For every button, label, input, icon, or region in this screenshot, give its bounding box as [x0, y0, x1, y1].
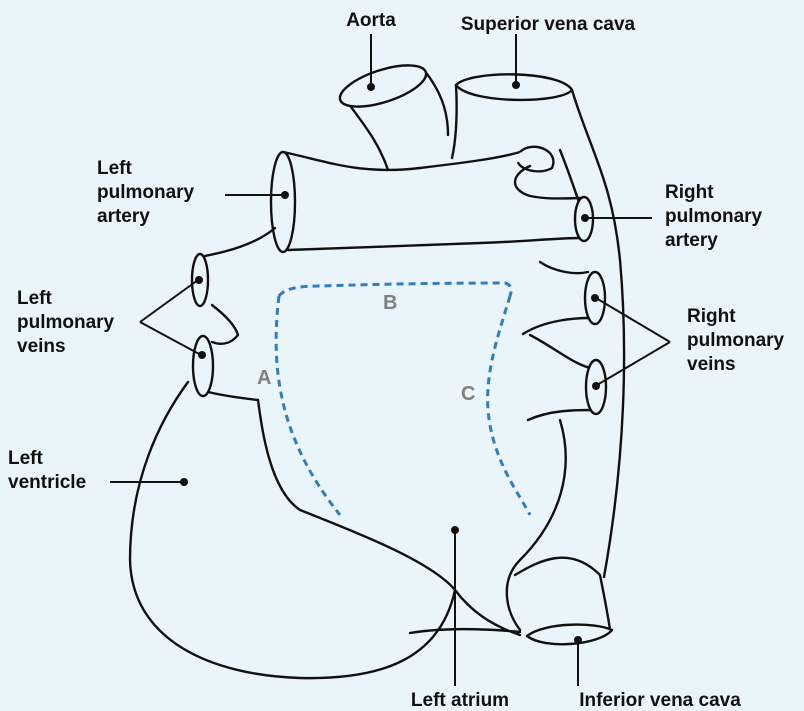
label-lv-1: Left	[8, 448, 44, 469]
label-la: Left atrium	[411, 690, 509, 711]
region-b: B	[383, 292, 397, 314]
rpv-strand-2	[523, 318, 590, 334]
label-svc: Superior vena cava	[461, 14, 636, 35]
rpv-strand-3	[530, 335, 590, 368]
label-lpa-3: artery	[97, 206, 150, 227]
pulmonary-trunk-loop	[518, 147, 553, 172]
right-border	[507, 420, 566, 630]
label-aorta: Aorta	[346, 10, 396, 31]
lpa-dot	[281, 191, 289, 199]
pulmonary-trunk-bottom	[288, 238, 582, 250]
label-lpv-2: pulmonary	[17, 312, 115, 333]
svc-left-wall	[452, 85, 457, 158]
ivc-wall	[515, 558, 610, 630]
label-rpa-2: pulmonary	[665, 206, 763, 227]
lpv-lower-opening	[193, 336, 213, 396]
label-lv-2: ventricle	[8, 472, 86, 493]
region-c: C	[461, 383, 475, 405]
region-a: A	[257, 367, 271, 389]
rpv-strand-1	[540, 262, 588, 273]
label-lpa-2: pulmonary	[97, 182, 195, 203]
label-rpa-3: artery	[665, 230, 718, 251]
left-upper-border	[205, 228, 275, 256]
label-rpv-2: pulmonary	[687, 330, 785, 351]
aorta-opening	[335, 57, 430, 115]
rpv-upper-dot	[591, 294, 599, 302]
rpv-lower-dot	[592, 382, 600, 390]
label-lpa-1: Left	[97, 158, 133, 179]
svc-right-wall	[572, 90, 624, 577]
rpa-fold	[515, 166, 584, 199]
label-rpa-1: Right	[665, 182, 714, 203]
lpa-opening	[271, 152, 295, 252]
label-rpv-1: Right	[687, 306, 736, 327]
left-atrium-bottom	[410, 590, 520, 635]
label-ivc: Inferior vena cava	[579, 690, 741, 711]
aorta-dot	[367, 83, 375, 91]
left-ventricle-outline	[130, 382, 455, 678]
rpv-strand-4	[528, 410, 592, 420]
boundary-a	[276, 296, 340, 515]
label-lpv-1: Left	[17, 288, 53, 309]
rpa-dot	[581, 214, 589, 222]
lv-dot	[180, 478, 188, 486]
ivc-dot	[574, 636, 582, 644]
boundary-c	[488, 296, 530, 515]
la-dot	[451, 526, 459, 534]
rpv-leader	[596, 298, 670, 385]
lpv-lower-dot	[198, 351, 206, 359]
svc-dot	[512, 81, 520, 89]
left-ventricle-inner	[212, 305, 238, 344]
ivc-opening	[527, 625, 612, 645]
label-rpv-3: veins	[687, 354, 736, 375]
lpv-upper-dot	[195, 276, 203, 284]
label-lpv-3: veins	[17, 336, 66, 357]
pulmonary-trunk-top	[283, 152, 520, 170]
